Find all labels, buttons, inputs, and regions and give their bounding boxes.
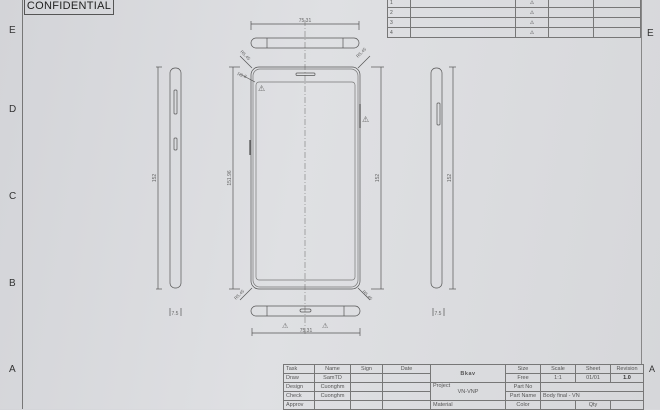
left-border-line	[22, 0, 23, 409]
dim-radius-bottom-left: R5.45	[233, 288, 245, 300]
project-label: Project	[433, 383, 451, 389]
project-value: VN-VNP	[457, 389, 479, 395]
row-name: Cuonghm	[314, 391, 351, 401]
zone-b: B	[9, 278, 16, 289]
dim-radius-top-right: R5.45	[355, 46, 367, 58]
dim-width-bottom: 75.31	[300, 328, 313, 334]
table-row: 4⚠	[387, 27, 641, 38]
header-task: Task	[283, 364, 315, 374]
zone-c: C	[9, 191, 17, 202]
zone-e: E	[9, 25, 16, 36]
header-size: Size	[505, 364, 541, 374]
triangle-warning-icon: ⚠	[282, 322, 288, 330]
zone-a-right: A	[649, 364, 656, 374]
title-block: Task Name Sign Date Bkav Size Scale Shee…	[283, 364, 644, 410]
speaker-grille	[295, 72, 316, 76]
sheet-value: 01/01	[575, 373, 611, 383]
revision-value: 1.0	[610, 373, 644, 383]
zone-e-right: E	[647, 28, 654, 39]
right-side-view	[430, 67, 443, 289]
dim-radius-bottom-right: R5.45	[361, 289, 373, 301]
header-scale: Scale	[540, 364, 576, 374]
dim-height-right: 152	[375, 174, 381, 183]
dim-height-side-right: 152	[447, 174, 453, 183]
part-no-label: Part No	[505, 382, 541, 392]
usb-port	[299, 308, 312, 313]
row-name: SamTD	[314, 373, 351, 383]
triangle-warning-icon: ⚠	[362, 115, 369, 124]
front-view-outline	[250, 66, 361, 290]
row-name: Cuonghm	[314, 382, 351, 392]
header-date: Date	[382, 364, 431, 374]
revision-table: 1⚠ 2⚠ 3⚠ 4⚠	[387, 0, 641, 38]
header-name: Name	[314, 364, 351, 374]
scale-value: 1:1	[540, 373, 576, 383]
triangle-warning-icon: ⚠	[322, 322, 328, 330]
dim-height-front: 151.96	[227, 170, 233, 186]
header-sign: Sign	[350, 364, 383, 374]
zone-a: A	[9, 364, 16, 375]
dim-width-top: 75.31	[299, 18, 312, 24]
top-view	[250, 37, 360, 49]
dim-radius-top-left: R5.45	[239, 49, 251, 61]
dim-thickness-right: 7.5	[435, 311, 442, 317]
row-task: Design	[283, 382, 315, 392]
size-value: Free	[505, 373, 541, 383]
qty-label: Qty	[575, 400, 611, 410]
dim-thickness-left: 7.5	[172, 311, 179, 317]
color-label: Color	[505, 400, 541, 410]
row-task: Draw	[283, 373, 315, 383]
material-label: Material	[430, 400, 506, 410]
header-sheet: Sheet	[575, 364, 611, 374]
row-task: Check	[283, 391, 315, 401]
right-border-line	[641, 0, 642, 364]
screen-area	[255, 81, 356, 281]
part-name-label: Part Name	[505, 391, 541, 401]
header-revision: Revision	[610, 364, 644, 374]
front-view-inner	[252, 68, 359, 288]
dim-height-side-left: 152	[152, 174, 158, 183]
zone-d: D	[9, 104, 17, 115]
top-width-dimension: 75.31	[250, 18, 360, 30]
part-no-value	[540, 382, 644, 392]
row-task: Approv	[283, 400, 315, 410]
bkav-logo: Bkav	[430, 364, 506, 383]
triangle-warning-icon: ⚠	[258, 84, 265, 93]
left-side-view	[169, 67, 182, 289]
dim-radius-inner: R2.8	[237, 71, 248, 79]
part-name-value: Body final - VN	[540, 391, 644, 401]
confidential-label: CONFIDENTIAL	[24, 0, 114, 15]
bottom-view	[250, 305, 361, 317]
